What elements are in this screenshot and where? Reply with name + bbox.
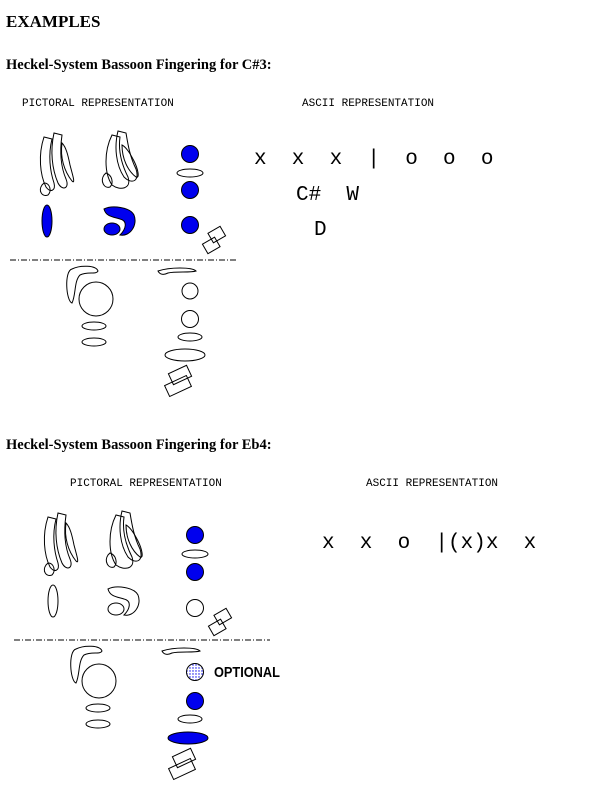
left-thumb-low-key-icon	[103, 222, 121, 236]
example-1-fingering-diagram	[10, 130, 236, 398]
left-thumb-keys-icon	[39, 132, 75, 196]
left-thumb-low-key-icon	[107, 602, 125, 616]
right-pad-2-icon	[81, 337, 107, 347]
tone-hole-2-icon	[186, 563, 204, 581]
tone-hole-2-icon	[181, 181, 199, 199]
left-lower-key-icon	[47, 584, 59, 618]
example-2-title: Heckel-System Bassoon Fingering for Eb4:	[6, 437, 272, 453]
right-whisper-key-icon	[161, 647, 201, 655]
optional-label: OPTIONAL	[214, 664, 280, 681]
example-1-title: Heckel-System Bassoon Fingering for C#3:	[6, 57, 272, 73]
left-hand-whisper-keys-icon	[101, 130, 139, 189]
left-thumb-keys-icon	[43, 512, 79, 576]
example-1-ascii-line-2: C# W	[296, 184, 360, 207]
tone-hole-5b-icon	[177, 332, 203, 342]
right-low-keys-icon	[167, 747, 197, 781]
right-thumb-key-icon	[66, 265, 99, 304]
tone-hole-6-icon	[164, 348, 206, 362]
right-pad-2-icon	[85, 719, 111, 729]
tone-hole-6-icon	[167, 731, 209, 745]
optional-key-icon	[186, 663, 204, 681]
example-1-ascii-line-1: x x x | o o o	[254, 148, 494, 171]
example-1-ascii-line-3: D	[314, 219, 327, 242]
left-hand-whisper-keys-icon	[105, 510, 143, 569]
tone-hole-3-icon	[181, 216, 199, 234]
right-pad-1-icon	[81, 321, 107, 331]
example-2-ascii-line-1: x x o |(x)x x	[322, 532, 537, 555]
right-thumb-hole-icon	[78, 281, 114, 317]
left-thumb-pad-icon	[103, 206, 136, 236]
low-key-pad-icon	[201, 225, 227, 255]
tone-hole-3-icon	[186, 599, 204, 617]
example-2-ascii-header: ASCII REPRESENTATION	[366, 478, 499, 490]
example-2-fingering-diagram	[14, 510, 270, 781]
half-hole-icon	[176, 168, 204, 178]
low-key-pad-icon	[207, 607, 233, 637]
right-thumb-hole-icon	[81, 663, 117, 699]
tone-hole-5-icon	[181, 310, 199, 328]
left-thumb-pad-icon	[107, 586, 140, 616]
tone-hole-5b-icon	[177, 714, 203, 724]
tone-hole-1-icon	[181, 145, 199, 163]
tone-hole-5-icon	[186, 692, 204, 710]
right-whisper-key-icon	[157, 267, 197, 275]
page-title: EXAMPLES	[6, 12, 101, 31]
left-lower-key-icon	[41, 204, 53, 238]
right-low-keys-icon	[163, 364, 193, 398]
right-thumb-key-icon	[70, 645, 103, 684]
tone-hole-4-icon	[181, 282, 199, 300]
tone-hole-1-icon	[186, 526, 204, 544]
example-1-ascii-header: ASCII REPRESENTATION	[302, 98, 435, 110]
example-1-pictoral-header: PICTORAL REPRESENTATION	[22, 98, 174, 110]
right-pad-1-icon	[85, 703, 111, 713]
example-2-pictoral-header: PICTORAL REPRESENTATION	[70, 478, 222, 490]
half-hole-icon	[181, 549, 209, 559]
